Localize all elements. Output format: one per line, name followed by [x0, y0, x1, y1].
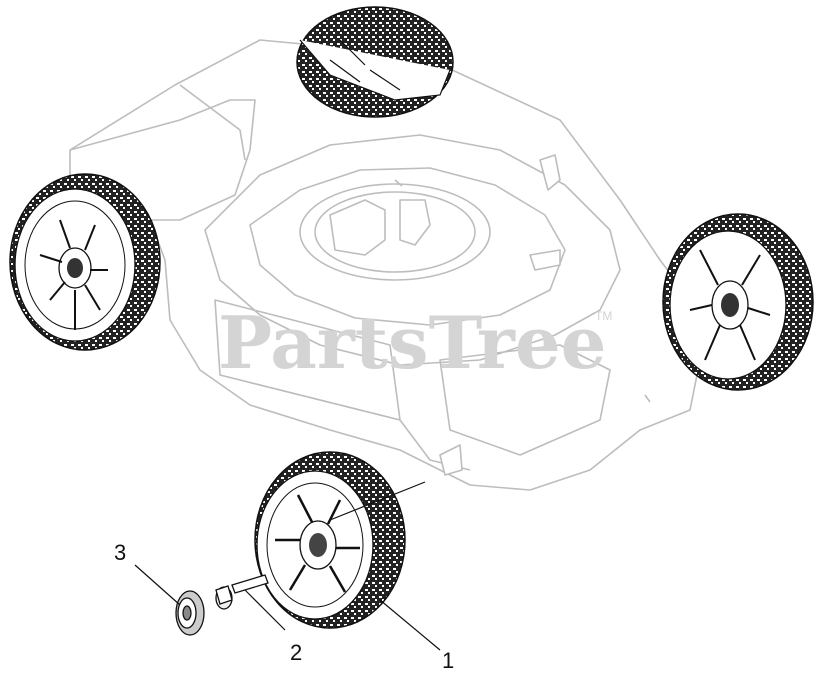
left-wheel	[9, 173, 161, 351]
watermark-trademark: TM	[595, 309, 612, 323]
watermark: PartsTree	[218, 300, 606, 385]
callout-1: 1	[442, 648, 454, 673]
hub-cap	[175, 590, 205, 636]
callout-2: 2	[290, 640, 302, 665]
leader-lines	[134, 481, 441, 651]
callout-3: 3	[114, 540, 126, 565]
rear-right-wheel	[296, 6, 454, 118]
shoulder-bolt	[215, 574, 269, 610]
mower-deck	[69, 39, 701, 491]
right-wheel	[662, 213, 814, 391]
exploded-wheel	[254, 451, 406, 629]
